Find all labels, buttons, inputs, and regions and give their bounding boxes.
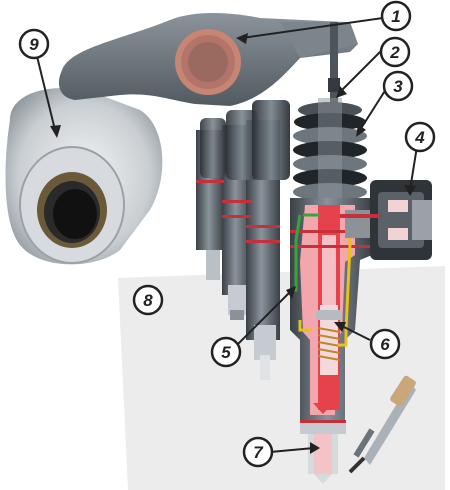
solenoid-valve bbox=[340, 180, 432, 260]
glow-plug bbox=[348, 375, 416, 474]
injector-spring bbox=[293, 98, 367, 201]
adjusting-screw bbox=[328, 22, 340, 112]
leader-line-2 bbox=[339, 49, 383, 93]
callout-7: 7 bbox=[242, 436, 274, 468]
rocker-roller bbox=[175, 29, 241, 95]
callout-3: 3 bbox=[382, 70, 414, 102]
leader-line-5 bbox=[231, 291, 291, 351]
callout-2-label: 2 bbox=[389, 43, 400, 62]
callout-5-label: 5 bbox=[221, 343, 231, 362]
callout-8-label: 8 bbox=[143, 291, 153, 310]
leader-line-1 bbox=[241, 17, 384, 39]
callout-9: 9 bbox=[18, 28, 50, 60]
injector-body-cutaway bbox=[290, 198, 372, 484]
callout-7-label: 7 bbox=[253, 443, 264, 462]
leader-line-7 bbox=[269, 447, 315, 453]
leader-line-6 bbox=[339, 324, 371, 341]
callout-2: 2 bbox=[379, 36, 411, 68]
callout-6: 6 bbox=[369, 328, 401, 360]
callout-arrowheads bbox=[50, 33, 416, 454]
callout-6-label: 6 bbox=[380, 335, 390, 354]
callout-1-label: 1 bbox=[391, 7, 400, 26]
callout-1: 1 bbox=[380, 0, 412, 32]
callout-4-label: 4 bbox=[414, 128, 425, 147]
leader-line-3 bbox=[359, 85, 389, 131]
callout-8: 8 bbox=[132, 284, 164, 316]
callout-9-label: 9 bbox=[29, 35, 39, 54]
spring-rear bbox=[200, 100, 290, 180]
callout-5: 5 bbox=[210, 336, 242, 368]
callout-3-label: 3 bbox=[393, 77, 403, 96]
camshaft bbox=[5, 88, 163, 265]
background-panel bbox=[118, 266, 445, 490]
callout-4: 4 bbox=[404, 121, 436, 153]
